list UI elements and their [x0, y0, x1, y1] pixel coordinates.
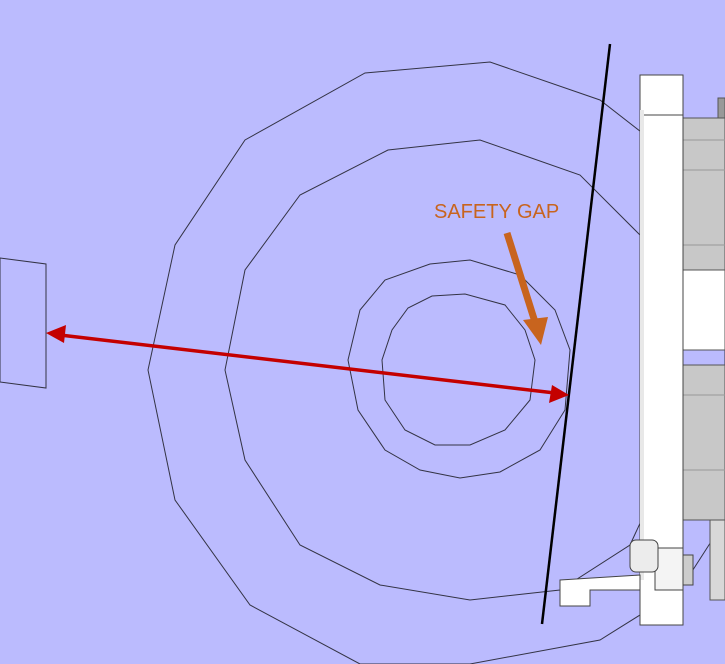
clamp-block: [654, 547, 684, 591]
rail-end: [709, 519, 725, 601]
inner-ring-inner: [381, 293, 536, 446]
rail-block-bottom: [682, 364, 725, 521]
safety-gap-label: SAFETY GAP: [434, 201, 559, 223]
guide-line: [540, 43, 612, 625]
mount-bracket: [559, 74, 684, 626]
rail-block-top: [682, 117, 725, 271]
distance-arrow: [46, 325, 569, 403]
middle-clearance-ring: [224, 139, 661, 601]
safety-gap-arrow: [503, 231, 548, 345]
inner-ring-outer: [347, 259, 571, 479]
rail-gap-white: [682, 269, 725, 351]
outer-clearance-ring: [147, 61, 725, 664]
left-target-box: [0, 257, 47, 389]
